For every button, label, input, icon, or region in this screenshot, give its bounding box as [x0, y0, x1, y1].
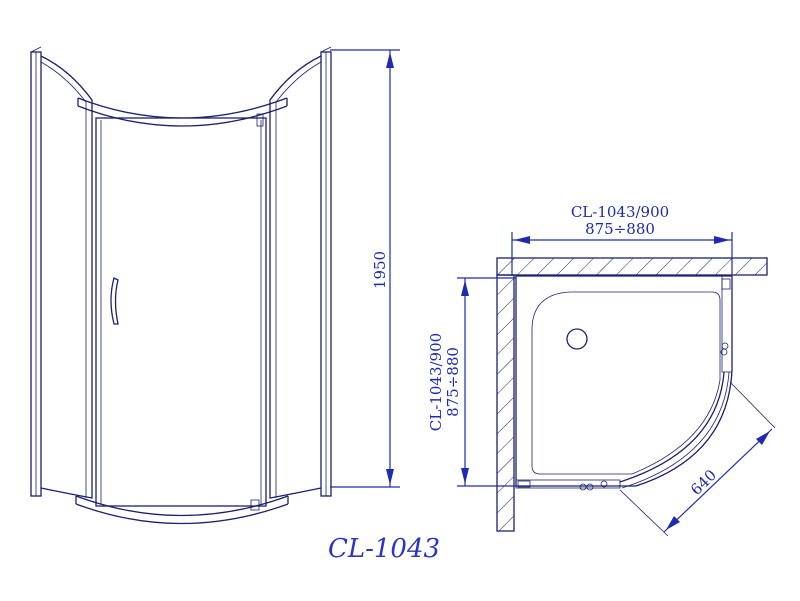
plan-view — [496, 257, 776, 537]
door-width-label: 640 — [687, 466, 720, 499]
door-handle — [110, 277, 119, 325]
door-panel — [95, 113, 267, 511]
bottom-rail — [75, 495, 289, 525]
height-dimension-label: 1950 — [371, 251, 389, 289]
curved-glass — [619, 371, 725, 483]
drain-icon — [566, 328, 588, 350]
plan-depth-range-label: 875÷880 — [444, 347, 462, 417]
plan-width-dimension: CL-1043/900 875÷880 — [511, 203, 733, 276]
fixed-glass-panels — [40, 55, 322, 499]
door-hinges — [517, 278, 731, 491]
front-view — [30, 46, 332, 525]
plan-width-range-label: 875÷880 — [585, 220, 655, 238]
top-rail — [77, 97, 288, 127]
model-name: CL-1043 — [328, 534, 440, 564]
left-wall-profile — [30, 46, 42, 497]
plan-width-model-label: CL-1043/900 — [571, 203, 669, 221]
right-wall-profile — [320, 46, 332, 497]
height-dimension: 1950 — [330, 49, 400, 488]
back-wall — [496, 257, 768, 276]
door-width-dimension: 640 — [663, 428, 773, 533]
plan-depth-model-label: CL-1043/900 — [427, 333, 445, 431]
plan-depth-dimension: CL-1043/900 875÷880 — [427, 277, 516, 487]
side-wall — [496, 274, 515, 532]
shower-tray — [515, 275, 733, 487]
tray-basin — [531, 291, 721, 475]
